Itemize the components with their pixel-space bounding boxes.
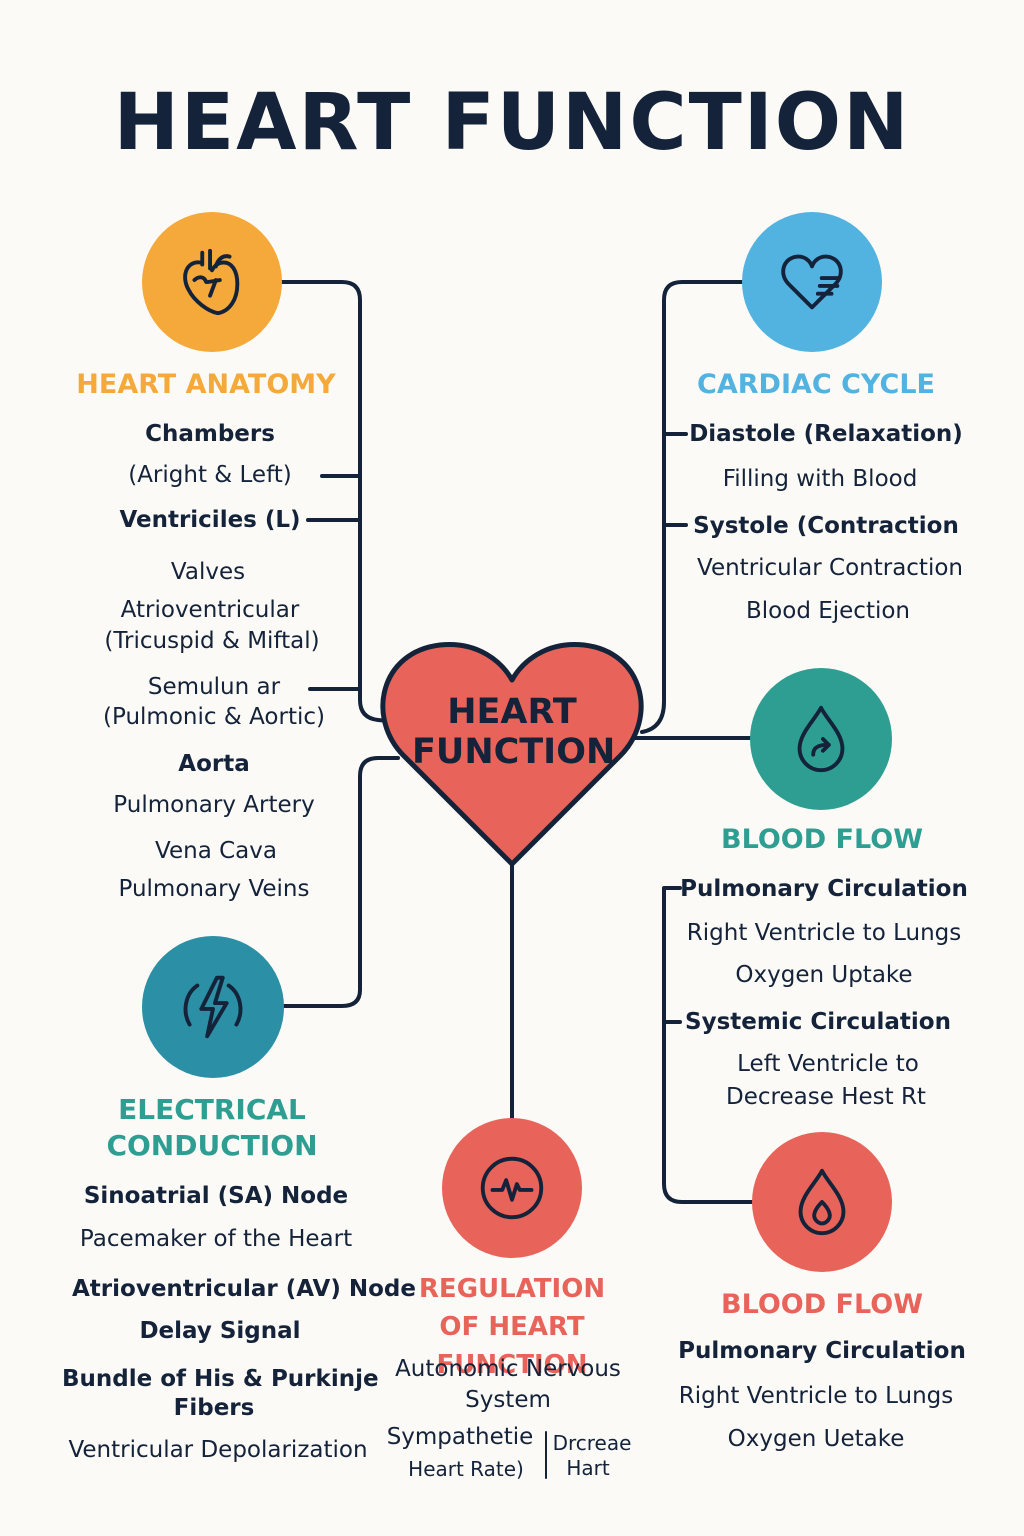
anatomy-item: Ventriciles (L) — [119, 507, 301, 533]
flow1-item: Left Ventricle to — [737, 1051, 919, 1077]
anatomy-item: (Pulmonic & Aortic) — [103, 704, 325, 730]
regulation-item: Sympathetie — [386, 1424, 534, 1450]
connector-anatomy — [280, 280, 400, 724]
page-title: HEART FUNCTION — [113, 78, 911, 168]
regulation-heading-line2: OF HEART FUNCTION — [436, 1312, 588, 1380]
flow2-item: Oxygen Uetake — [727, 1426, 905, 1452]
center-label-line1: HEART — [447, 692, 577, 732]
connector-flow2 — [662, 886, 754, 1204]
regulation-item: Heart Rate) — [408, 1457, 524, 1481]
connector-cycle — [640, 280, 744, 734]
flow2-item: Pulmonary Circulation — [678, 1338, 966, 1364]
flow1-icon-circle — [750, 668, 892, 810]
blood-drop-icon — [798, 1168, 846, 1236]
electrical-item: Delay Signal — [139, 1318, 301, 1344]
electrical-item: Bundle of His & Purkinje — [62, 1366, 379, 1392]
anatomy-item: (Aright & Left) — [128, 462, 292, 488]
anatomy-item: Chambers — [145, 421, 275, 447]
flow1-item: Systemic Circulation — [685, 1009, 951, 1035]
anatomy-icon-circle — [142, 212, 282, 352]
flow1-heading: BLOOD FLOW — [721, 824, 923, 855]
flow2-icon-circle — [752, 1132, 892, 1272]
electrical-heading: ELECTRICAL CONDUCTION — [62, 1092, 362, 1164]
center-heart — [380, 642, 644, 867]
cycle-item: Diastole (Relaxation) — [689, 421, 963, 447]
anatomy-item: Atrioventricular — [120, 597, 300, 623]
blood-drop-arrow-icon — [797, 705, 845, 773]
cycle-item: Systole (Contraction — [693, 513, 959, 539]
electrical-item: Pacemaker of the Heart — [79, 1226, 353, 1252]
regulation-heading: REGULATION OF HEART FUNCTION — [362, 1270, 662, 1384]
heart-pulse-icon — [781, 254, 843, 310]
anatomy-item: Vena Cava — [155, 838, 277, 864]
ecg-wave-icon — [480, 1156, 544, 1220]
electrical-heading-line2: CONDUCTION — [106, 1129, 318, 1162]
regulation-icon-circle — [442, 1118, 582, 1258]
cycle-item: Filling with Blood — [722, 466, 918, 492]
regulation-item: Autonomic Nervous — [395, 1356, 621, 1382]
anatomy-item: Pulmonary Artery — [113, 792, 315, 818]
electrical-item: Sinoatrial (SA) Node — [83, 1183, 349, 1209]
flow1-item: Right Ventricle to Lungs — [686, 920, 962, 946]
connector-electrical — [282, 756, 400, 1008]
electrical-icon-circle — [142, 936, 284, 1078]
anatomy-item: Aorta — [178, 751, 250, 777]
electrical-heading-line1: ELECTRICAL — [118, 1093, 306, 1126]
anatomy-item: Semulun ar — [147, 674, 281, 700]
regulation-heading-line1: REGULATION — [418, 1274, 606, 1304]
flow1-item: Pulmonary Circulation — [680, 876, 968, 902]
anatomy-item: Valves — [170, 559, 246, 585]
anatomy-item: (Tricuspid & Miftal) — [104, 628, 320, 654]
anatomy-heading: HEART ANATOMY — [76, 369, 336, 400]
anatomy-item: Pulmonary Veins — [118, 876, 310, 902]
electrical-item: Atrioventricular (AV) Node — [72, 1276, 416, 1302]
cycle-heading: CARDIAC CYCLE — [697, 369, 935, 400]
lightning-bolt-icon — [183, 975, 243, 1039]
regulation-item: Hart — [566, 1456, 610, 1480]
electrical-item: Fibers — [173, 1395, 255, 1421]
cycle-item: Blood Ejection — [746, 598, 910, 624]
regulation-item: Drcreae — [552, 1431, 632, 1455]
cycle-icon-circle — [742, 212, 882, 352]
center-heart-label: HEART FUNCTION — [412, 692, 616, 772]
flow1-item: Oxygen Uptake — [735, 962, 913, 988]
center-label-line2: FUNCTION — [412, 732, 616, 772]
flow1-item: Decrease Hest Rt — [726, 1084, 926, 1110]
electrical-item: Ventricular Depolarization — [68, 1437, 368, 1463]
regulation-item: System — [465, 1387, 551, 1413]
flow2-item: Right Ventricle to Lungs — [678, 1383, 954, 1409]
cycle-item: Ventricular Contraction — [697, 555, 963, 581]
flow2-heading: BLOOD FLOW — [721, 1289, 923, 1320]
heart-anatomy-icon — [183, 248, 240, 316]
